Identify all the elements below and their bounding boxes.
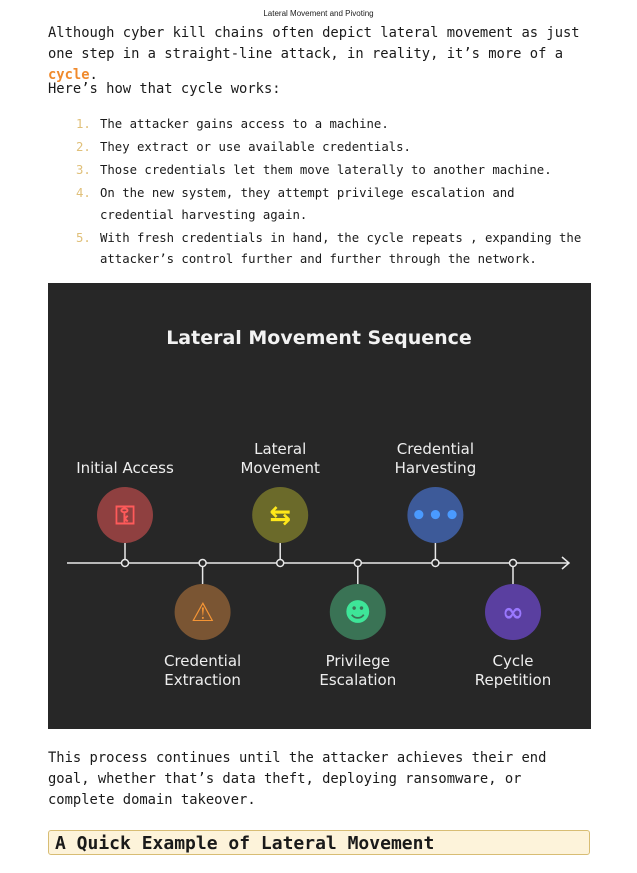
timeline-node	[120, 558, 130, 568]
diagram-svg: Lateral Movement Sequence ⚿ Initial Acces…	[67, 327, 571, 689]
intro-text: Although cyber kill chains often depict …	[48, 25, 580, 62]
intro-paragraph: Although cyber kill chains often depict …	[48, 23, 608, 86]
list-item: 5. With fresh credentials in hand, the cy…	[48, 228, 593, 271]
id-card-warning-icon: ⚠	[191, 598, 214, 628]
step-text: With fresh credentials in hand, the cycl…	[100, 230, 582, 267]
timeline-node	[275, 558, 285, 568]
stage-label: Harvesting	[395, 459, 477, 477]
step-text: Those credentials let them move laterall…	[100, 163, 552, 177]
step-text: On the new system, they attempt privileg…	[100, 186, 515, 222]
stage-circle	[252, 487, 309, 543]
password-collapse-icon: •••	[410, 501, 460, 531]
stage-label: Cycle	[493, 652, 534, 670]
list-item: 4. On the new system, they attempt privil…	[48, 183, 593, 226]
section-heading: A Quick Example of Lateral Movement	[48, 830, 590, 855]
stage-label: Lateral	[254, 440, 306, 458]
timeline-node	[508, 558, 518, 568]
stage-label: Escalation	[319, 671, 396, 689]
stage-label: Repetition	[475, 671, 552, 689]
steps-list: 1. The attacker gains access to a machine…	[48, 114, 593, 272]
stage-circle	[97, 487, 153, 543]
stage-label: Movement	[240, 459, 320, 477]
intro-end: .	[89, 67, 98, 83]
step-number: 5.	[76, 230, 91, 245]
step-text: The attacker gains access to a machine.	[100, 117, 389, 131]
timeline-node	[198, 558, 207, 568]
step-number: 4.	[76, 186, 91, 200]
key-door-icon: ⚿	[115, 501, 135, 531]
timeline-node	[353, 558, 363, 568]
stage-circle	[329, 584, 386, 640]
stage-circle	[407, 487, 464, 543]
step-number: 2.	[76, 140, 91, 154]
stage-label: Privilege	[326, 652, 390, 670]
step-number: 1.	[76, 117, 91, 131]
swap-arrows-icon: ⇆	[269, 501, 291, 531]
stage-circle	[174, 584, 231, 640]
infinity-cycle-icon: ∞	[502, 598, 524, 628]
lead-paragraph: Here’s how that cycle works:	[48, 81, 281, 97]
timeline-arrowhead	[561, 556, 571, 570]
stage-label: Initial Access	[76, 459, 174, 477]
list-item: 1. The attacker gains access to a machine…	[48, 114, 593, 136]
timeline-node	[431, 558, 440, 568]
page-header: Lateral Movement and Pivoting	[263, 9, 374, 18]
stage-label: Credential	[397, 440, 474, 458]
step-number: 3.	[76, 163, 91, 177]
stage-label: Extraction	[164, 671, 241, 689]
outro-paragraph: This process continues until the attacke…	[48, 750, 547, 808]
lateral-movement-diagram: Lateral Movement Sequence ⚿ Initial Acces…	[48, 283, 591, 729]
stage-label: Credential	[164, 652, 241, 670]
cycle-highlight: cycle	[48, 67, 90, 83]
stage-circle	[485, 584, 541, 640]
step-text: They extract or use available credential…	[100, 140, 411, 154]
diagram-title: Lateral Movement Sequence	[166, 327, 472, 349]
list-item: 3. Those credentials let them move latera…	[48, 160, 593, 182]
list-item: 2. They extract or use available credenti…	[48, 137, 593, 159]
hacker-alert-icon: ☻	[344, 598, 371, 628]
